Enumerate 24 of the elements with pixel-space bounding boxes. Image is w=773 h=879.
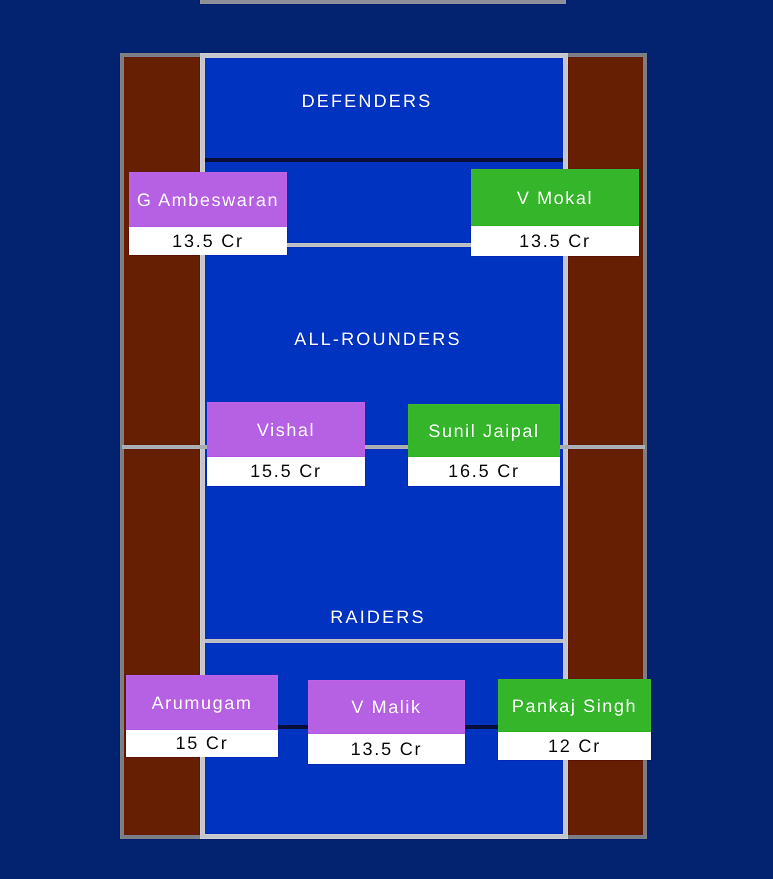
player-name: Arumugam	[152, 692, 252, 714]
player-name: V Malik	[351, 696, 422, 718]
price-tag: 13.5 Cr	[129, 227, 287, 255]
player-name: Sunil Jaipal	[428, 420, 540, 442]
price-tag: 16.5 Cr	[408, 457, 560, 486]
player-name: V Mokal	[516, 186, 594, 208]
price-tag: 15 Cr	[126, 730, 278, 757]
player-card	[207, 402, 365, 486]
player-name: G Ambeswaran	[136, 188, 280, 210]
section-heading: ALL-ROUNDERS	[294, 328, 462, 350]
player-card	[408, 404, 560, 486]
player-card	[308, 680, 465, 764]
price-tag: 12 Cr	[498, 732, 651, 760]
player-card	[129, 172, 287, 255]
player-card	[498, 679, 651, 760]
price-tag: 13.5 Cr	[308, 734, 465, 764]
player-name: Pankaj Singh	[512, 694, 638, 716]
price-tag: 13.5 Cr	[471, 226, 639, 256]
player-card	[126, 675, 278, 757]
player-name: Vishal	[256, 418, 316, 440]
section-heading: DEFENDERS	[302, 90, 432, 112]
section-heading: RAIDERS	[330, 606, 426, 628]
price-tag: 15.5 Cr	[207, 457, 365, 486]
player-card	[471, 169, 639, 256]
